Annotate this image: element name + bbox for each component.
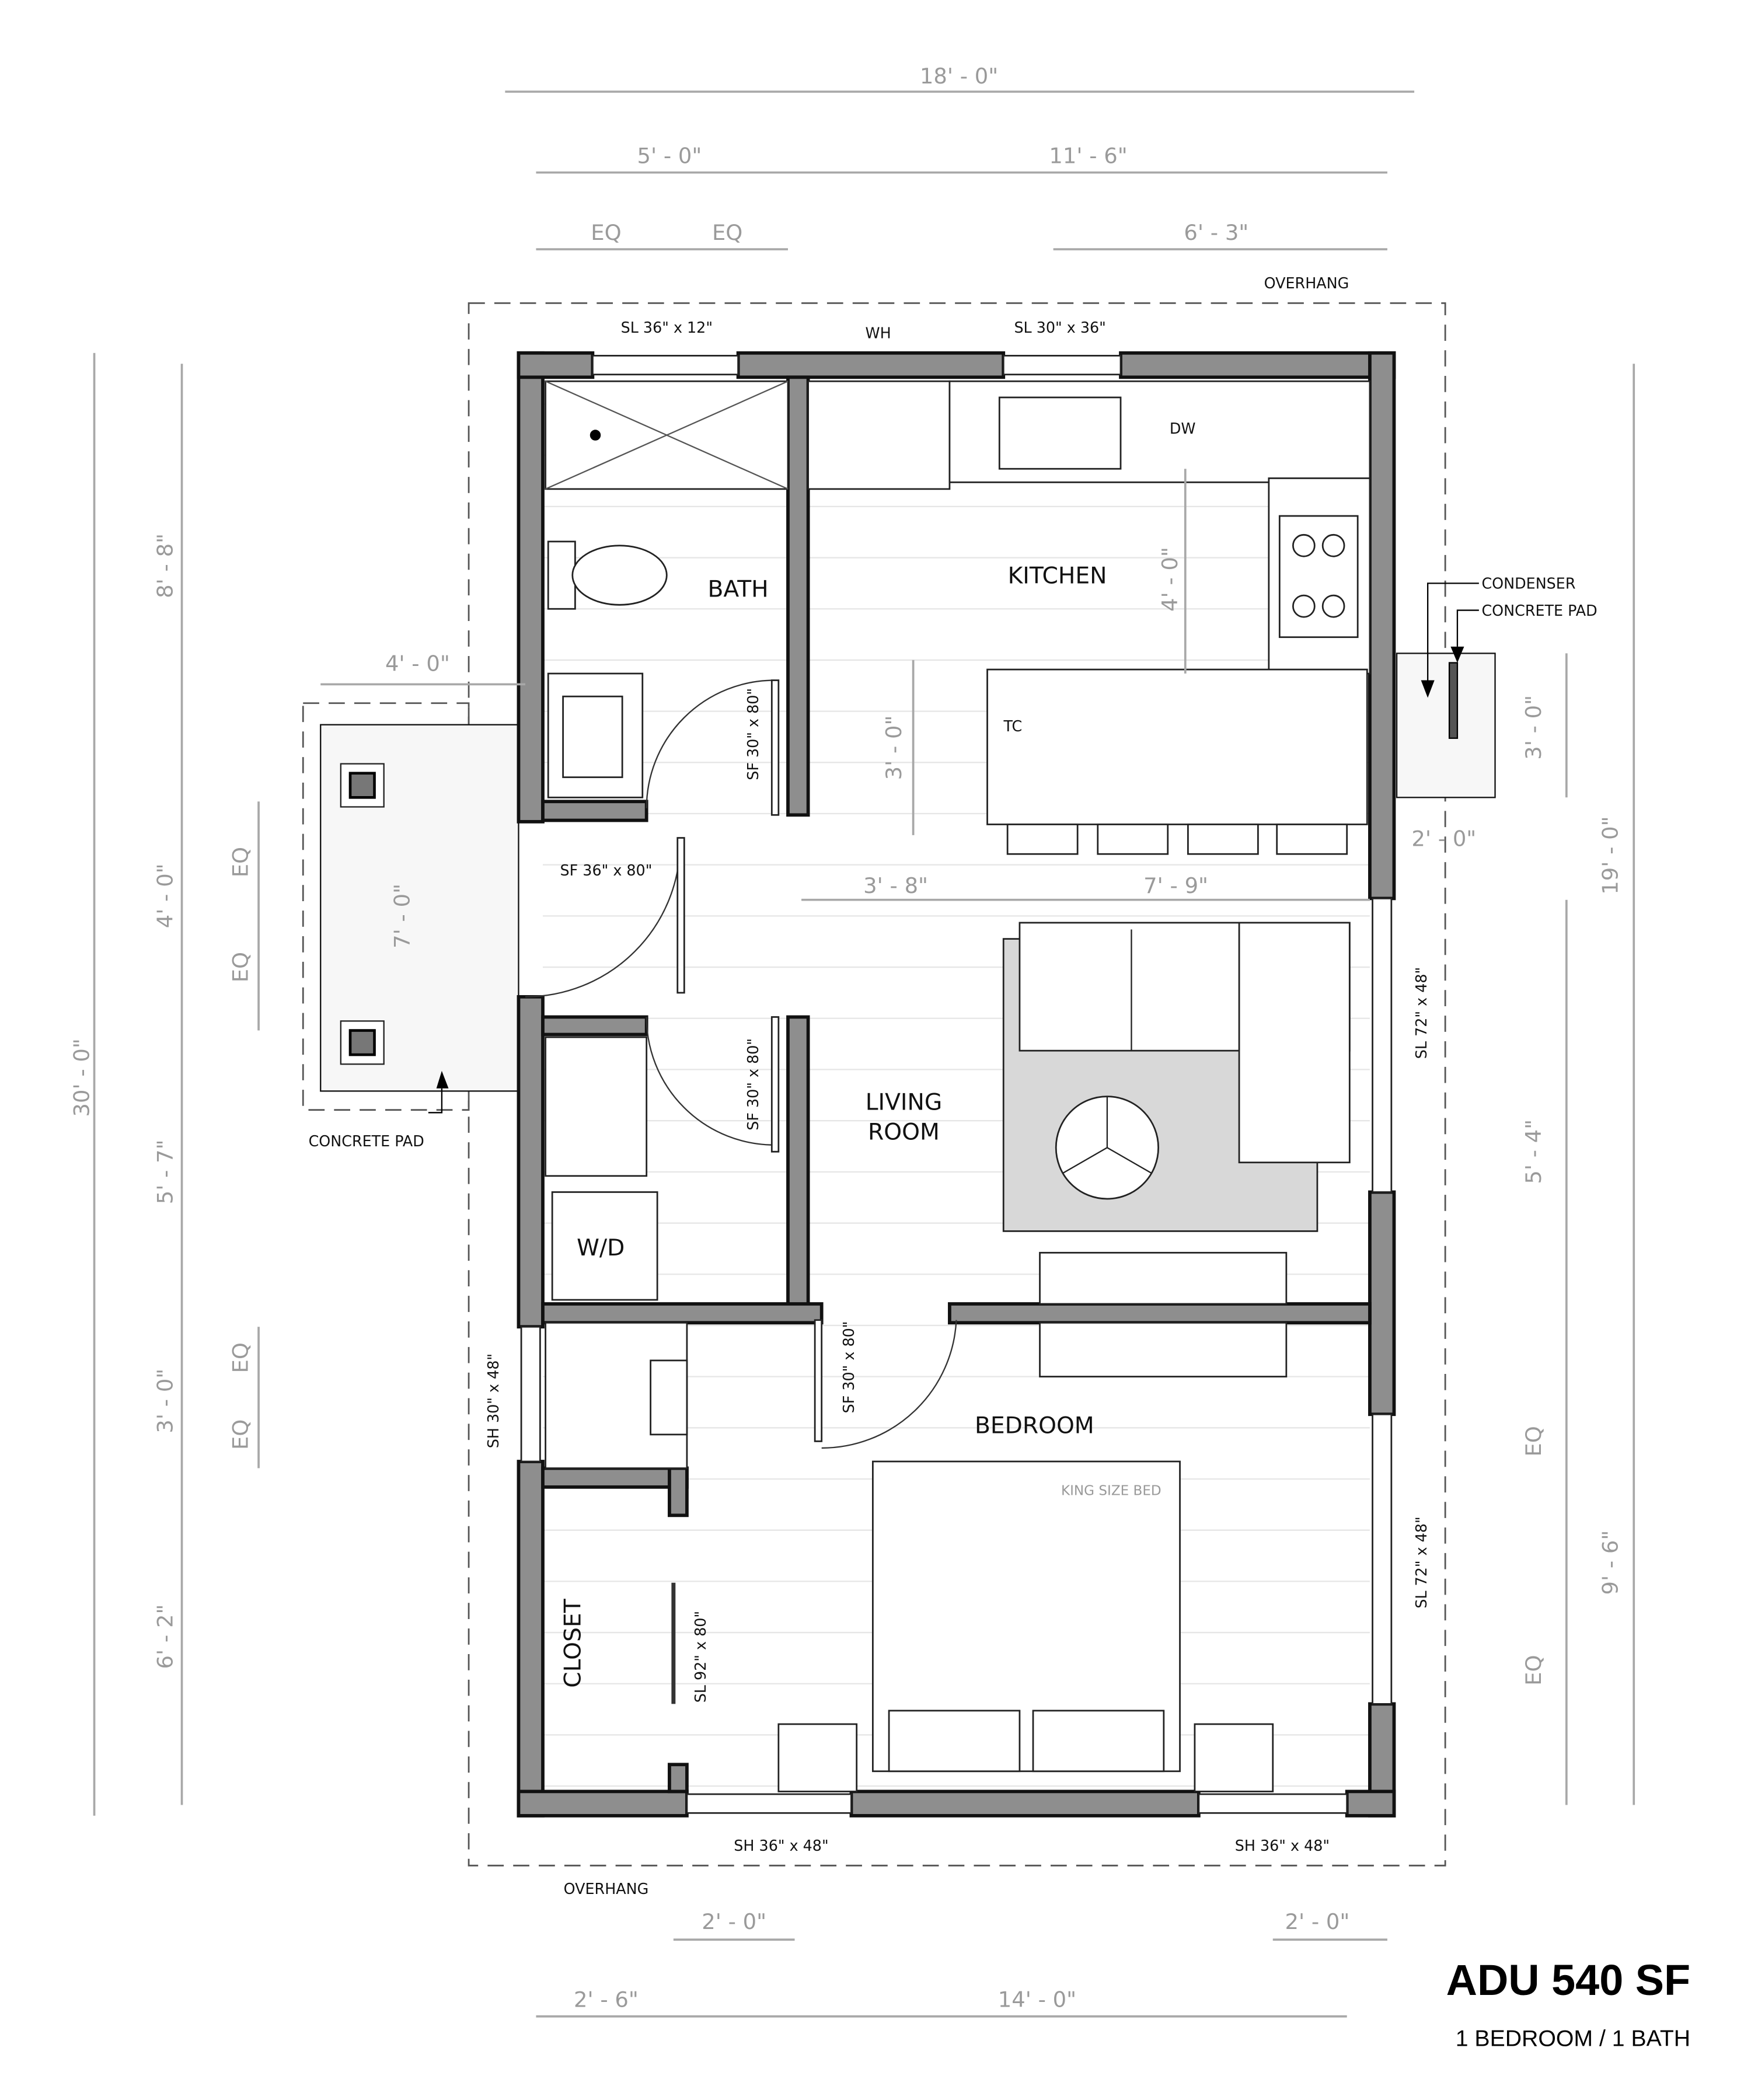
bed-label: KING SIZE BED xyxy=(1061,1484,1161,1499)
range xyxy=(1278,515,1359,639)
dim-bottom: 14' - 0" xyxy=(998,1987,1076,2012)
plan-title: ADU 540 SF xyxy=(1446,1956,1691,2004)
dim-eq: EQ xyxy=(591,220,621,245)
concrete-pad-label: CONCRETE PAD xyxy=(309,1132,424,1150)
room-closet: CLOSET xyxy=(560,1598,587,1687)
window-label: SH 36" x 48" xyxy=(1235,1837,1330,1854)
dim-eq: EQ xyxy=(1521,1655,1546,1686)
dimension-labels: 18' - 0" 5' - 0" 11' - 6" EQ EQ 6' - 3" … xyxy=(69,64,1623,2012)
dim-right: 5' - 4" xyxy=(1521,1119,1546,1184)
walls xyxy=(517,351,1396,1818)
dim-bottom: 2' - 6" xyxy=(574,1987,639,2012)
dim-bottom: 2' - 0" xyxy=(1285,1909,1349,1934)
dishwasher-label: DW xyxy=(1170,420,1196,437)
dim-bottom: 2' - 0" xyxy=(702,1909,766,1934)
dim-kitchen: 7' - 9" xyxy=(1143,873,1208,898)
window-label: SL 30" x 36" xyxy=(1014,319,1105,336)
room-labels: BATH KITCHEN LIVING ROOM W/D BEDROOM CLO… xyxy=(560,324,1196,1687)
window-label: SL 72" x 48" xyxy=(1412,967,1430,1059)
dim-eq: EQ xyxy=(228,1419,253,1450)
water-heater-label: WH xyxy=(866,324,891,341)
dim-eq: EQ xyxy=(228,952,253,982)
sink xyxy=(998,396,1122,470)
window-label: SL 72" x 48" xyxy=(1412,1516,1430,1608)
dresser xyxy=(1039,1321,1288,1377)
nightstand-right xyxy=(1194,1723,1274,1792)
condenser-label: CONDENSER xyxy=(1481,575,1575,592)
dim-top-kitchen: 6' - 3" xyxy=(1184,220,1248,245)
island xyxy=(986,668,1368,825)
room-bedroom: BEDROOM xyxy=(975,1413,1094,1439)
door-swings xyxy=(525,679,957,1704)
fixtures xyxy=(545,380,1371,1792)
dim-right: 9' - 6" xyxy=(1598,1530,1623,1595)
door-label: SL 92" x 80" xyxy=(692,1611,709,1703)
window-label: SL 36" x 12" xyxy=(621,319,713,336)
dim-left-total: 30' - 0" xyxy=(69,1038,94,1117)
window-label: SH 36" x 48" xyxy=(734,1837,828,1854)
door-label: SF 36" x 80" xyxy=(560,861,653,879)
dim-top-total: 18' - 0" xyxy=(920,64,998,89)
washer-dryer xyxy=(551,1191,658,1301)
door-label: SF 30" x 80" xyxy=(744,688,762,780)
dim-pad-length: 7' - 0" xyxy=(390,884,415,948)
dim-left: 5' - 7" xyxy=(152,1139,177,1204)
dim-right: 3' - 0" xyxy=(1521,695,1546,760)
trash-can-label: TC xyxy=(1003,717,1023,735)
dim-right-total: 19' - 0" xyxy=(1598,816,1623,894)
concrete-pad-label: CONCRETE PAD xyxy=(1481,602,1597,619)
room-washer-dryer: W/D xyxy=(577,1235,625,1261)
overhang-label: OVERHANG xyxy=(1264,274,1349,292)
dim-top-right: 11' - 6" xyxy=(1049,143,1127,168)
dim-eq: EQ xyxy=(712,220,742,245)
left-concrete-pad xyxy=(302,702,519,1114)
dim-left: 4' - 0" xyxy=(152,863,177,928)
dim-kitchen: 3' - 0" xyxy=(881,715,906,780)
toilet-tank xyxy=(547,540,576,610)
dim-kitchen: 4' - 0" xyxy=(1157,547,1183,612)
opening-labels: SL 36" x 12" SL 30" x 36" SF 30" x 80" S… xyxy=(309,274,1597,1897)
windows xyxy=(520,355,1393,1814)
dim-left: 3' - 0" xyxy=(152,1369,177,1433)
room-bath: BATH xyxy=(708,576,769,602)
laundry-cabinet xyxy=(545,1036,648,1177)
room-living: ROOM xyxy=(868,1119,940,1145)
plan-subtitle: 1 BEDROOM / 1 BATH xyxy=(1456,2026,1690,2052)
dim-eq: EQ xyxy=(228,1342,253,1373)
room-kitchen: KITCHEN xyxy=(1008,563,1107,589)
fridge xyxy=(807,380,951,490)
dimension-lines xyxy=(93,90,1635,2018)
tv-console xyxy=(1039,1251,1288,1305)
overhang-outline xyxy=(468,302,1446,1867)
condenser-pad xyxy=(1396,582,1496,798)
room-living: LIVING xyxy=(866,1090,943,1116)
dim-eq: EQ xyxy=(228,847,253,877)
dim-kitchen: 3' - 8" xyxy=(863,873,928,898)
door-label: SF 30" x 80" xyxy=(744,1038,762,1131)
dim-top-left: 5' - 0" xyxy=(637,143,702,168)
door-label: SF 30" x 80" xyxy=(840,1321,857,1414)
dim-condenser-pad: 2' - 0" xyxy=(1411,826,1476,851)
dim-eq: EQ xyxy=(1521,1426,1546,1456)
overhang-label: OVERHANG xyxy=(564,1880,649,1897)
nightstand-left xyxy=(777,1723,858,1792)
window-label: SH 30" x 48" xyxy=(484,1354,502,1448)
toilet-bowl xyxy=(571,545,668,606)
dim-left: 8' - 8" xyxy=(152,533,177,598)
dim-left: 6' - 2" xyxy=(152,1604,177,1669)
dim-pad-width: 4' - 0" xyxy=(385,651,450,676)
